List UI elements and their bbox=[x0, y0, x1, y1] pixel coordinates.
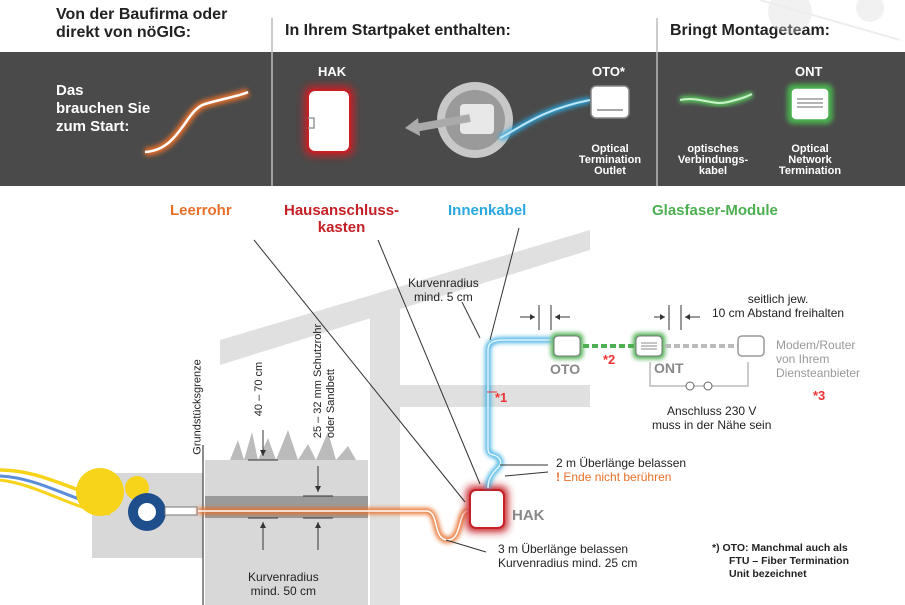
oto-box-icon bbox=[590, 85, 630, 119]
footnote-line3: Unit bezeichnet bbox=[729, 568, 807, 580]
anschluss-line1: Anschluss 230 V bbox=[667, 404, 757, 418]
house-silhouette bbox=[220, 230, 590, 605]
ont-caption-2: Network bbox=[788, 154, 832, 166]
innenkabel-line bbox=[485, 337, 552, 489]
ont-band-caption: Optical Network Termination bbox=[770, 144, 850, 177]
footnote: *) OTO: Manchmal auch als FTU – Fiber Te… bbox=[712, 542, 849, 581]
category-glasfaser: Glasfaser-Module bbox=[652, 202, 778, 219]
kurvenradius-50-line2: mind. 50 cm bbox=[250, 584, 317, 598]
patch-caption-1: optisches bbox=[687, 143, 739, 155]
kurvenradius-5-label: Kurvenradius mind. 5 cm bbox=[408, 276, 479, 304]
category-hak: Hausanschluss- kasten bbox=[284, 202, 399, 236]
oto-diagram-label: OTO bbox=[550, 361, 581, 377]
start-text-line2: brauchen Sie bbox=[56, 100, 151, 117]
oto-band-label: OTO* bbox=[592, 64, 625, 79]
header-col1-line2: direkt von nöGIG: bbox=[56, 24, 192, 41]
modem-label: Modem/Router von Ihrem Diensteanbieter bbox=[776, 338, 860, 380]
hak-diagram-box bbox=[469, 489, 505, 529]
modem-line2: von Ihrem bbox=[776, 352, 830, 366]
arrow-icon bbox=[414, 114, 471, 132]
ref-2: *2 bbox=[603, 352, 616, 367]
footnote-line2: FTU – Fiber Termination bbox=[729, 555, 849, 567]
yellow-node bbox=[76, 468, 124, 516]
anschluss-label: Anschluss 230 V muss in der Nähe sein bbox=[652, 404, 771, 432]
oto-caption-2: Termination bbox=[578, 154, 642, 166]
header-col3: Bringt Montageteam: bbox=[670, 22, 830, 39]
category-hak-line2: kasten bbox=[317, 219, 366, 236]
patch-caption-2: Verbindungs- bbox=[677, 154, 749, 166]
ont-caption-1: Optical bbox=[791, 143, 829, 155]
modem-box bbox=[737, 335, 765, 357]
kurvenradius-50-label: Kurvenradius mind. 50 cm bbox=[248, 570, 319, 598]
hak-diagram-label: HAK bbox=[512, 507, 545, 524]
innenkabel-cable-icon bbox=[498, 97, 591, 141]
header-col2: In Ihrem Startpaket enthalten: bbox=[285, 22, 511, 39]
oto-diagram-box bbox=[553, 335, 581, 357]
oto-caption-1: Optical bbox=[591, 143, 629, 155]
header-col1-line1: Von der Baufirma oder bbox=[56, 6, 228, 23]
abstand-label: seitlich jew. 10 cm Abstand freihalten bbox=[712, 292, 844, 320]
ref-1: *1 bbox=[495, 390, 508, 405]
anschluss-line2: muss in der Nähe sein bbox=[652, 418, 772, 432]
category-hak-line1: Hausanschluss- bbox=[284, 202, 400, 219]
ueberlaenge-2m-label: 2 m Überlänge belassen bbox=[556, 456, 687, 470]
oto-band-caption: Optical Termination Outlet bbox=[570, 144, 650, 177]
ont-diagram-label: ONT bbox=[654, 360, 684, 376]
kurvenradius-5-line2: mind. 5 cm bbox=[414, 290, 473, 304]
depth-label: 40 – 70 cm bbox=[253, 361, 266, 417]
modem-line3: Diensteanbieter bbox=[776, 366, 861, 380]
start-text-line3: zum Start: bbox=[56, 118, 130, 135]
network-decoration bbox=[759, 0, 901, 41]
category-leerrohr: Leerrohr bbox=[170, 202, 232, 219]
schutzrohr-label: 25 – 32 mm Schutzrohr oder Sandbett bbox=[312, 324, 338, 438]
schutzrohr-line1: 25 – 32 mm Schutzrohr bbox=[312, 323, 325, 439]
hak-band-label: HAK bbox=[318, 64, 347, 79]
hak-box-icon bbox=[307, 89, 351, 153]
spacing-markers bbox=[520, 305, 700, 330]
warning-icon: ! bbox=[556, 470, 560, 484]
oto-caption-3: Outlet bbox=[594, 165, 626, 177]
modem-line1: Modem/Router bbox=[776, 338, 856, 352]
ont-band-label: ONT bbox=[795, 64, 823, 79]
abstand-line1: seitlich jew. bbox=[747, 292, 809, 306]
ueberlaenge-3m-line2: Kurvenradius mind. 25 cm bbox=[498, 556, 638, 570]
kurvenradius-5-line1: Kurvenradius bbox=[408, 276, 479, 290]
start-text: Das brauchen Sie zum Start: bbox=[56, 82, 150, 136]
abstand-line2: 10 cm Abstand freihalten bbox=[712, 306, 845, 320]
pointer-lines bbox=[253, 227, 549, 553]
conduit-band bbox=[205, 496, 368, 518]
schutzrohr-line2: oder Sandbett bbox=[325, 369, 338, 439]
leerrohr-cable-icon bbox=[144, 88, 250, 156]
patch-band-caption: optisches Verbindungs- kabel bbox=[673, 144, 753, 177]
ref-3: *3 bbox=[813, 388, 826, 403]
ende-warn-text: Ende nicht berühren bbox=[563, 470, 672, 484]
category-innenkabel: Innenkabel bbox=[448, 202, 527, 219]
header-col1: Von der Baufirma oder direkt von nöGIG: bbox=[56, 6, 227, 42]
ont-box-icon bbox=[790, 87, 830, 121]
ont-caption-3: Termination bbox=[778, 165, 842, 177]
footnote-line1: *) OTO: Manchmal auch als bbox=[712, 542, 848, 554]
start-text-line1: Das bbox=[56, 82, 84, 99]
ueberlaenge-3m-line1: 3 m Überlänge belassen bbox=[498, 542, 629, 556]
trench-ground bbox=[205, 460, 368, 605]
ueberlaenge-3m-label: 3 m Überlänge belassen Kurvenradius mind… bbox=[498, 542, 637, 570]
patch-caption-3: kabel bbox=[698, 165, 728, 177]
power-bracket bbox=[649, 362, 749, 387]
ende-warn-label: ! Ende nicht berühren bbox=[556, 470, 671, 484]
kurvenradius-50-line1: Kurvenradius bbox=[248, 570, 319, 584]
grundstuecksgrenze-label: Grundstücksgrenze bbox=[191, 359, 204, 455]
